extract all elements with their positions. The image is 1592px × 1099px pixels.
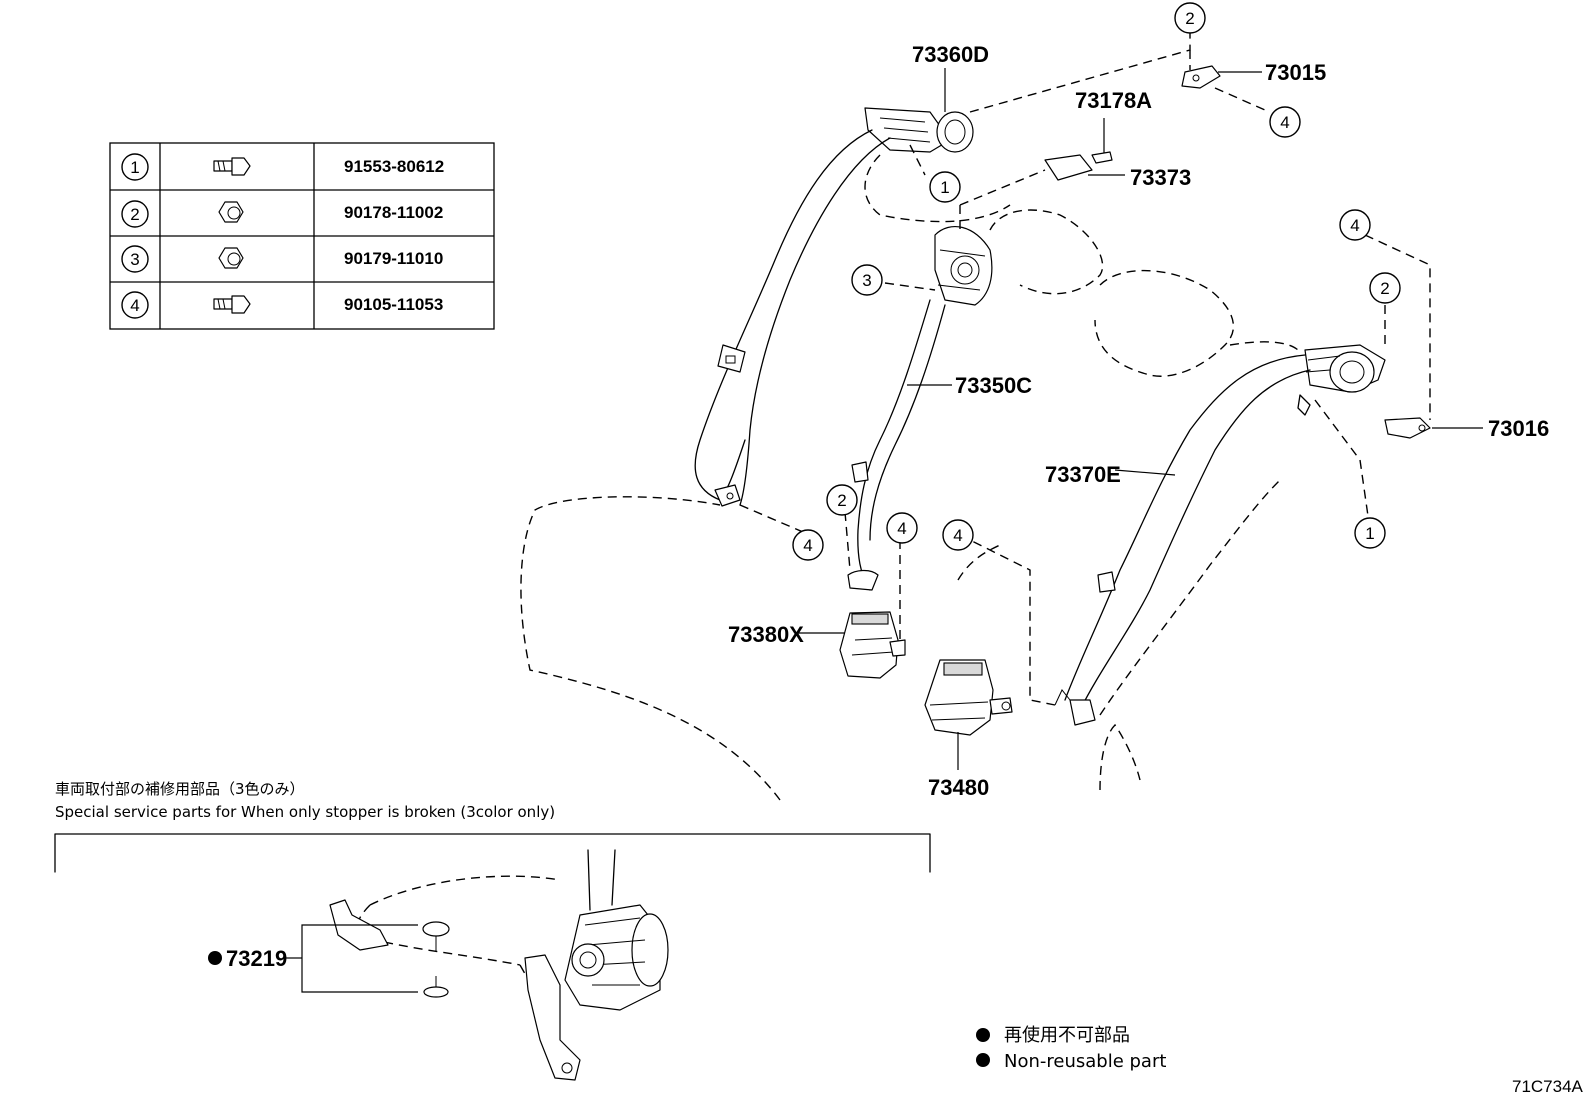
callout-4: 4 <box>792 529 824 561</box>
fastener-row: 1 91553-80612 <box>121 153 444 181</box>
svg-text:1: 1 <box>940 178 949 197</box>
svg-text:4: 4 <box>1280 113 1289 132</box>
service-note: 車両取付部の補修用部品（3色のみ） Special service parts … <box>55 780 555 821</box>
service-note-english: Special service parts for When only stop… <box>55 803 555 821</box>
svg-text:4: 4 <box>897 519 906 538</box>
legend-japanese: 再使用不可部品 <box>1004 1025 1130 1046</box>
label-leaders <box>798 68 1483 770</box>
legend: 再使用不可部品 Non-reusable part <box>976 1025 1166 1072</box>
fastener-index: 2 <box>130 205 139 224</box>
fastener-row: 2 90178-11002 <box>121 200 443 228</box>
outer-belt-73360D <box>694 107 974 507</box>
fastener-part-number: 91553-80612 <box>344 157 444 176</box>
bolt-washer-icon <box>213 295 251 314</box>
svg-text:3: 3 <box>862 271 871 290</box>
fastener-part-number: 90178-11002 <box>344 203 443 222</box>
callout-4: 4 <box>1339 209 1371 241</box>
part-label-73373: 73373 <box>1130 165 1191 190</box>
svg-text:4: 4 <box>803 536 812 555</box>
part-label-73350C: 73350C <box>955 373 1032 398</box>
cover-73373 <box>1044 154 1093 181</box>
buckle-73480 <box>924 659 1013 736</box>
part-label-73178A: 73178A <box>1075 88 1152 113</box>
nut-icon <box>218 201 244 223</box>
outer-belt-73370E <box>1054 344 1386 726</box>
diagram-code: 71C734A <box>1512 1077 1584 1096</box>
non-reusable-marker-icon <box>208 951 222 965</box>
callout-2: 2 <box>826 484 858 516</box>
fastener-index: 4 <box>130 296 139 315</box>
bracket-73015 <box>1181 65 1221 89</box>
svg-text:2: 2 <box>1380 279 1389 298</box>
fastener-table: 1 91553-80612 2 90178-11002 3 <box>109 142 495 330</box>
bracket-73016 <box>1384 417 1431 439</box>
service-note-japanese: 車両取付部の補修用部品（3色のみ） <box>55 780 305 798</box>
svg-text:2: 2 <box>837 491 846 510</box>
svg-text:1: 1 <box>1365 524 1374 543</box>
part-label-73015: 73015 <box>1265 60 1326 85</box>
clip-73178A <box>1091 151 1113 164</box>
center-belt-73350C <box>847 226 993 591</box>
fastener-part-number: 90179-11010 <box>344 249 443 268</box>
fastener-row: 3 90179-11010 <box>121 245 443 273</box>
bolt-washer-icon <box>213 157 251 176</box>
callout-2: 2 <box>1174 2 1206 34</box>
callout-1: 1 <box>929 171 961 203</box>
buckle-73380X <box>839 611 906 679</box>
legend-english: Non-reusable part <box>1004 1051 1166 1072</box>
callout-4: 4 <box>1269 106 1301 138</box>
callout-1: 1 <box>1354 517 1386 549</box>
callouts: 2 4 1 3 4 2 1 4 2 4 4 <box>792 2 1401 561</box>
callout-4: 4 <box>886 512 918 544</box>
seat-outline <box>520 154 1301 801</box>
callout-4: 4 <box>942 519 974 551</box>
svg-text:4: 4 <box>953 526 962 545</box>
nut-icon <box>218 247 244 269</box>
non-reusable-marker-icon <box>976 1028 990 1042</box>
dashed-leaders <box>739 30 1431 706</box>
inset-detail: 73219 <box>54 833 931 1081</box>
part-labels: 73360D 73015 73178A 73373 73350C 73016 7… <box>728 42 1549 800</box>
fastener-row: 4 90105-11053 <box>121 291 443 319</box>
fastener-part-number: 90105-11053 <box>344 295 443 314</box>
callout-3: 3 <box>851 264 883 296</box>
non-reusable-marker-icon <box>976 1053 990 1067</box>
part-label-73219: 73219 <box>226 946 287 971</box>
part-label-73370E: 73370E <box>1045 462 1121 487</box>
part-label-73016: 73016 <box>1488 416 1549 441</box>
part-label-73380X: 73380X <box>728 622 804 647</box>
part-label-73360D: 73360D <box>912 42 989 67</box>
svg-text:2: 2 <box>1185 9 1194 28</box>
fastener-index: 3 <box>130 250 139 269</box>
callout-2: 2 <box>1369 272 1401 304</box>
fastener-index: 1 <box>130 158 139 177</box>
part-label-73480: 73480 <box>928 775 989 800</box>
svg-text:4: 4 <box>1350 216 1359 235</box>
